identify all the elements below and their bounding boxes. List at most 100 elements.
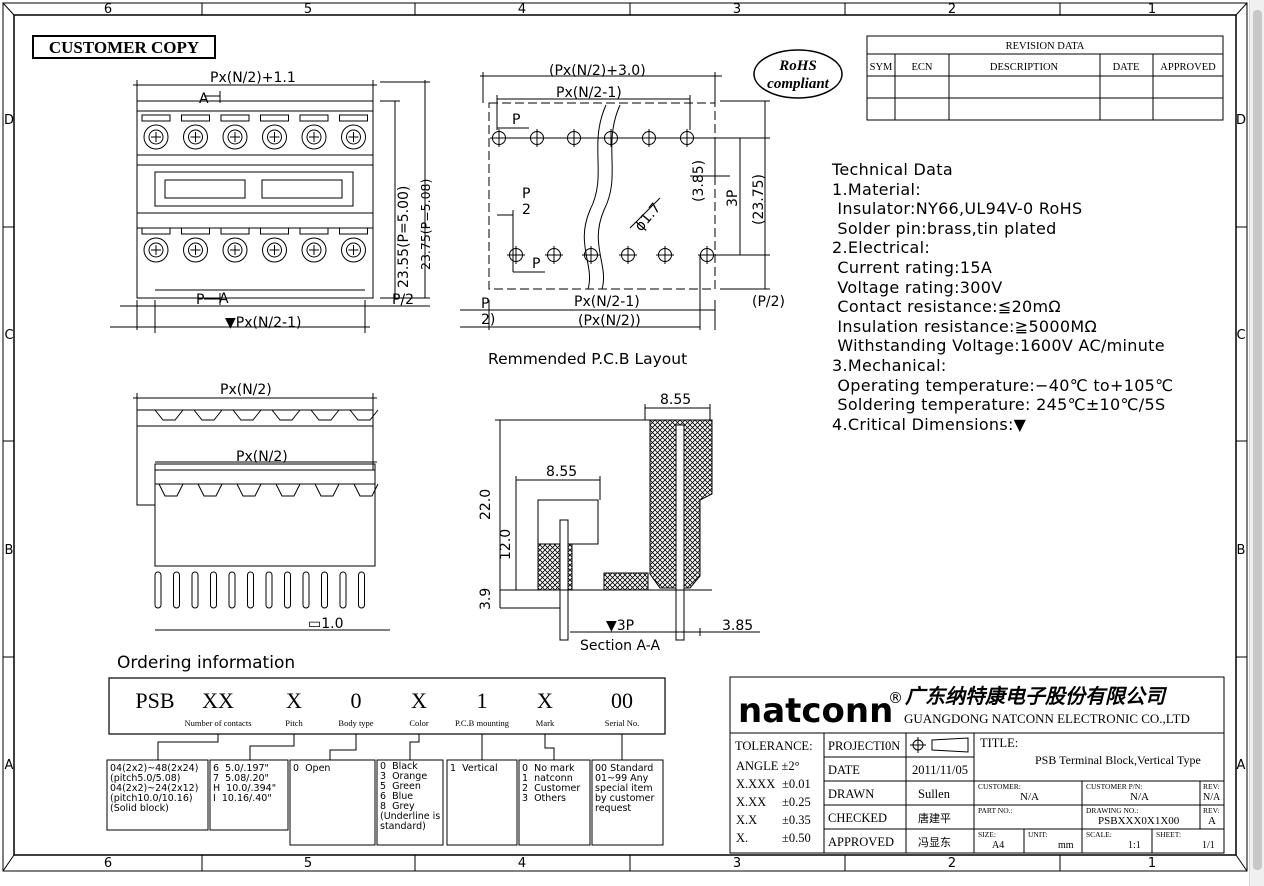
screw-head [183, 124, 208, 150]
tb-projection-label: PROJECTI0N [828, 739, 900, 753]
tb-approved-label: APPROVED [828, 835, 894, 849]
vertical-scrollbar[interactable] [1249, 0, 1264, 886]
contact-pin [210, 571, 217, 609]
pcb-dim-p-lower: P [532, 256, 540, 272]
tb-drawing-value: PSBXXX0X1X00 [1098, 815, 1180, 827]
tb-part-label: PART NO.: [978, 806, 1013, 815]
section-dim-855-mid: 8.55 [546, 464, 577, 480]
tb-sheet-value: 1/1 [1202, 840, 1215, 851]
front-notch [158, 483, 184, 497]
screw-cage [339, 227, 368, 235]
tol-xxx-val: ±0.01 [782, 777, 811, 791]
tech-line: Current rating:15A [832, 257, 993, 277]
tech-line: Insulator:NY66,UL94V-0 RoHS [832, 199, 1083, 219]
zone-col-top-1: 1 [1148, 2, 1156, 17]
pcb-dim-385: (3.85) [691, 160, 707, 202]
zone-row-left-B: B [5, 543, 14, 558]
contact-pin [284, 571, 291, 609]
scrollbar-thumb[interactable] [1253, 10, 1262, 870]
tb-unit-label: UNIT: [1028, 830, 1048, 839]
company-reg-mark: ® [888, 689, 903, 707]
screw-inner [267, 242, 282, 258]
tol-x0-val: ±0.50 [782, 831, 811, 845]
tol-x: X.X [736, 813, 757, 827]
front-notch [310, 409, 340, 421]
option-body: 0 Open [293, 763, 331, 774]
tb-scale-value: 1:1 [1128, 840, 1141, 851]
projection-symbol [910, 737, 969, 753]
section-mark-a-top: A [199, 91, 209, 107]
front-notch [154, 409, 184, 421]
tb-size-value: A4 [992, 840, 1004, 851]
rev-col-sym: SYM [870, 62, 893, 73]
front-notch [353, 483, 379, 497]
zone-row-right-A: A [1237, 758, 1246, 773]
tol-xxx: X.XXX [736, 777, 775, 791]
zone-row-left-D: D [4, 113, 14, 128]
zone-col-bot-1: 1 [1148, 856, 1156, 871]
screw-head [183, 237, 208, 263]
screw-cage [181, 114, 210, 122]
pcb-dim-bottom-overall: (Px(N/2)) [578, 313, 641, 329]
pcb-caption: Remmended P.C.B Layout [488, 350, 687, 368]
code-pitch: X [286, 688, 302, 713]
screw-head [222, 124, 248, 150]
tb-customer-value: N/A [1020, 791, 1039, 803]
screw-cage [181, 227, 210, 235]
contact-pin [228, 571, 236, 609]
front-dim-pin: ▭1.0 [308, 616, 344, 632]
rohs-badge: RoHS compliant [753, 49, 843, 99]
contact-pin [358, 571, 365, 609]
tech-line: 3.Mechanical: [832, 355, 947, 375]
ordering-code-box: PSB XX X 0 X 1 X 00 Number of contacts P… [106, 677, 666, 846]
screw-head [341, 124, 366, 150]
code-contacts: XX [202, 688, 234, 713]
section-view [495, 404, 760, 641]
svg-text:RoHS: RoHS [778, 58, 817, 74]
tol-xx-val: ±0.25 [782, 795, 811, 809]
zone-col-bot-3: 3 [733, 856, 741, 871]
code-psb: PSB [135, 688, 174, 713]
dim-height-p500: 23.55(P=5.00) [396, 186, 412, 288]
label-pcb: P.C.B mounting [455, 718, 510, 728]
section-dim-855-top: 8.55 [660, 392, 691, 408]
screw-head [143, 237, 169, 263]
tb-unit-value: mm [1058, 840, 1074, 851]
code-mark: X [537, 688, 553, 713]
pcb-dim-hole-dia: ϕ1.7 [632, 200, 665, 234]
screw-inner [306, 129, 322, 145]
zone-labels: 6 5 4 3 2 1 6 5 4 3 2 1 D C B A D C B A [4, 2, 1246, 871]
option-contacts: 04(2x2)~48(2x24) (pitch5.0/5.08) 04(2x2)… [110, 763, 199, 814]
customer-copy-stamp: CUSTOMER COPY [32, 35, 216, 59]
code-serial: 00 [611, 688, 633, 713]
tech-line: 2.Electrical: [832, 238, 931, 258]
tech-line: 4.Critical Dimensions:▼ [832, 414, 1027, 434]
tb-checked-value: 唐建平 [918, 811, 951, 825]
zone-row-left-C: C [4, 328, 13, 343]
zone-col-top-2: 2 [948, 2, 956, 17]
screw-cage [299, 114, 329, 122]
zone-col-top-5: 5 [304, 2, 312, 17]
tb-date-label: DATE [828, 763, 860, 777]
tb-custpn-label: CUSTOMER P/N: [1086, 782, 1142, 791]
code-pcb: 1 [477, 688, 488, 713]
tb-size-label: SIZE: [978, 830, 996, 839]
tol-xx: X.XX [736, 795, 766, 809]
tech-line: Soldering temperature: 245℃±10℃/5S [832, 395, 1166, 415]
front-notch [275, 483, 301, 497]
technical-data: Technical Data 1.Material: Insulator:NY6… [832, 160, 1173, 434]
screw-inner [227, 129, 243, 145]
dim-p-half-right: P/2 [392, 292, 414, 308]
front-notch [197, 483, 223, 497]
screw-inner [346, 242, 361, 258]
screw-cage [260, 114, 289, 122]
drawing-border [2, 2, 1248, 872]
contact-pin [302, 571, 310, 609]
screw-head [341, 237, 366, 263]
section-mark-a-bottom: A [219, 291, 229, 307]
tech-line: Operating temperature:−40℃ to+105℃ [832, 375, 1174, 395]
screw-cage [141, 227, 171, 235]
revision-title: REVISION DATA [1006, 41, 1085, 52]
tb-rev-value-2: A [1208, 815, 1216, 827]
pcb-dim-p2-num: P [522, 186, 530, 202]
